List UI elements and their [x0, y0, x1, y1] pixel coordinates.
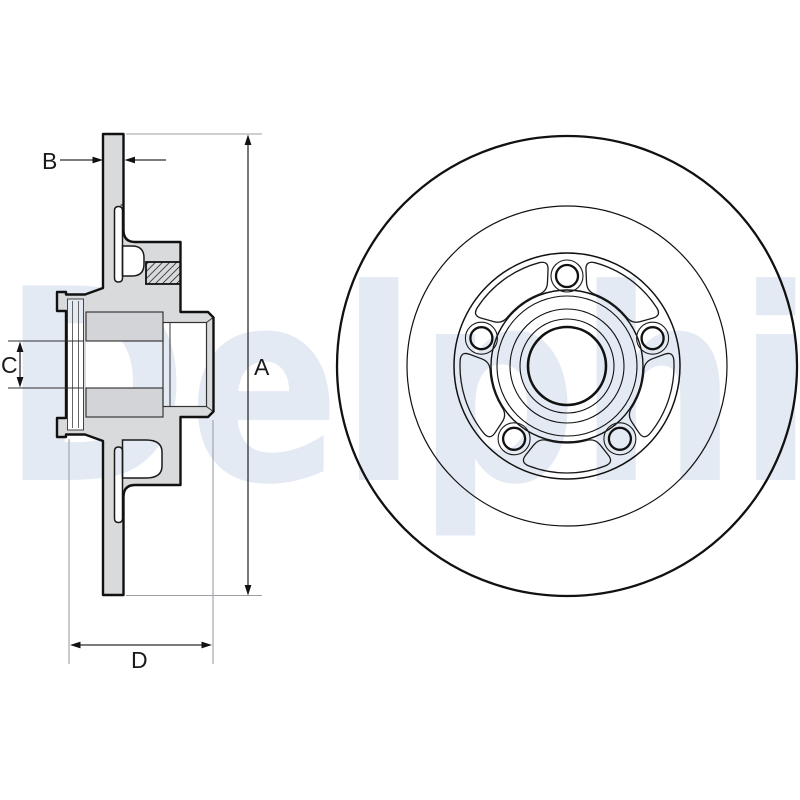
flange-pocket-cutout [522, 439, 612, 474]
dimension-a: A [126, 133, 270, 597]
dim-c-label: C [1, 352, 18, 378]
flange-pocket-cutout [459, 352, 506, 438]
hub-boss-outer-ring [490, 289, 644, 443]
inner-race-sleeve [67, 298, 84, 431]
bearing-ring-inner [519, 318, 615, 414]
flange-pocket-cutout [585, 261, 660, 323]
bolt-hole [607, 426, 633, 451]
dim-d-label: D [131, 647, 148, 673]
bolt-hole [469, 326, 494, 351]
hub-boss-inner-ring [496, 295, 638, 437]
arrowhead-down-icon [244, 585, 252, 596]
hub-and-disc-section-body [57, 134, 214, 595]
bolt-hole [554, 263, 580, 289]
arrowhead-up-icon [16, 341, 24, 352]
spline-hatch-block [145, 261, 182, 285]
flange-pocket-cutout [474, 261, 549, 323]
bearing-race-upper-band [85, 311, 164, 342]
bolt-hole-boss [497, 422, 531, 456]
bolt-hole-boss [636, 321, 670, 355]
cast-slot-upper [113, 205, 124, 283]
arrowhead-left-icon [124, 156, 135, 164]
flange-pocket-cutout [628, 352, 675, 438]
dim-b-label: B [42, 148, 57, 174]
face-chamfer-top [206, 317, 213, 323]
bolt-hole-boss [550, 259, 584, 293]
hub-flange-edge [453, 252, 681, 480]
dim-a-label: A [254, 354, 270, 380]
arrowhead-left-icon [70, 641, 81, 649]
bearing-race-lower-band [85, 387, 164, 418]
arrowhead-up-icon [244, 134, 252, 145]
arrowhead-down-icon [16, 377, 24, 388]
friction-band-inner-edge [406, 205, 728, 527]
dimension-c: C [1, 340, 84, 389]
dimension-b: B [42, 148, 166, 174]
arrowhead-right-icon [92, 156, 103, 164]
bearing-housing-face [162, 321, 208, 408]
bearing-ring-outer [509, 308, 625, 424]
disc-outer-edge [335, 134, 799, 598]
cast-pocket-lower [121, 439, 163, 479]
cross-section-view: A B C D [1, 132, 270, 673]
face-chamfer-bottom [206, 406, 213, 412]
dimension-d: D [68, 420, 214, 673]
bolt-hole-boss [464, 321, 498, 355]
cast-pocket-upper [121, 245, 145, 277]
center-bore-edge [526, 325, 608, 407]
section-outline [55, 132, 215, 597]
front-view [335, 134, 799, 598]
bolt-hole [640, 326, 665, 351]
bolt-hole [501, 426, 527, 451]
bolt-hole-boss [603, 422, 637, 456]
arrowhead-right-icon [201, 641, 212, 649]
